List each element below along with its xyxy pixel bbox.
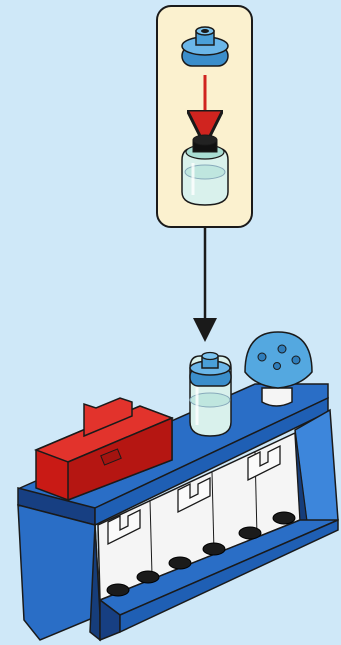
stud	[107, 584, 129, 596]
stud	[239, 527, 261, 539]
stud	[169, 557, 191, 569]
bottle-on-stand	[190, 353, 231, 437]
stud	[137, 571, 159, 583]
stud	[203, 543, 225, 555]
stud	[273, 512, 295, 524]
build-step-callout	[157, 6, 252, 227]
